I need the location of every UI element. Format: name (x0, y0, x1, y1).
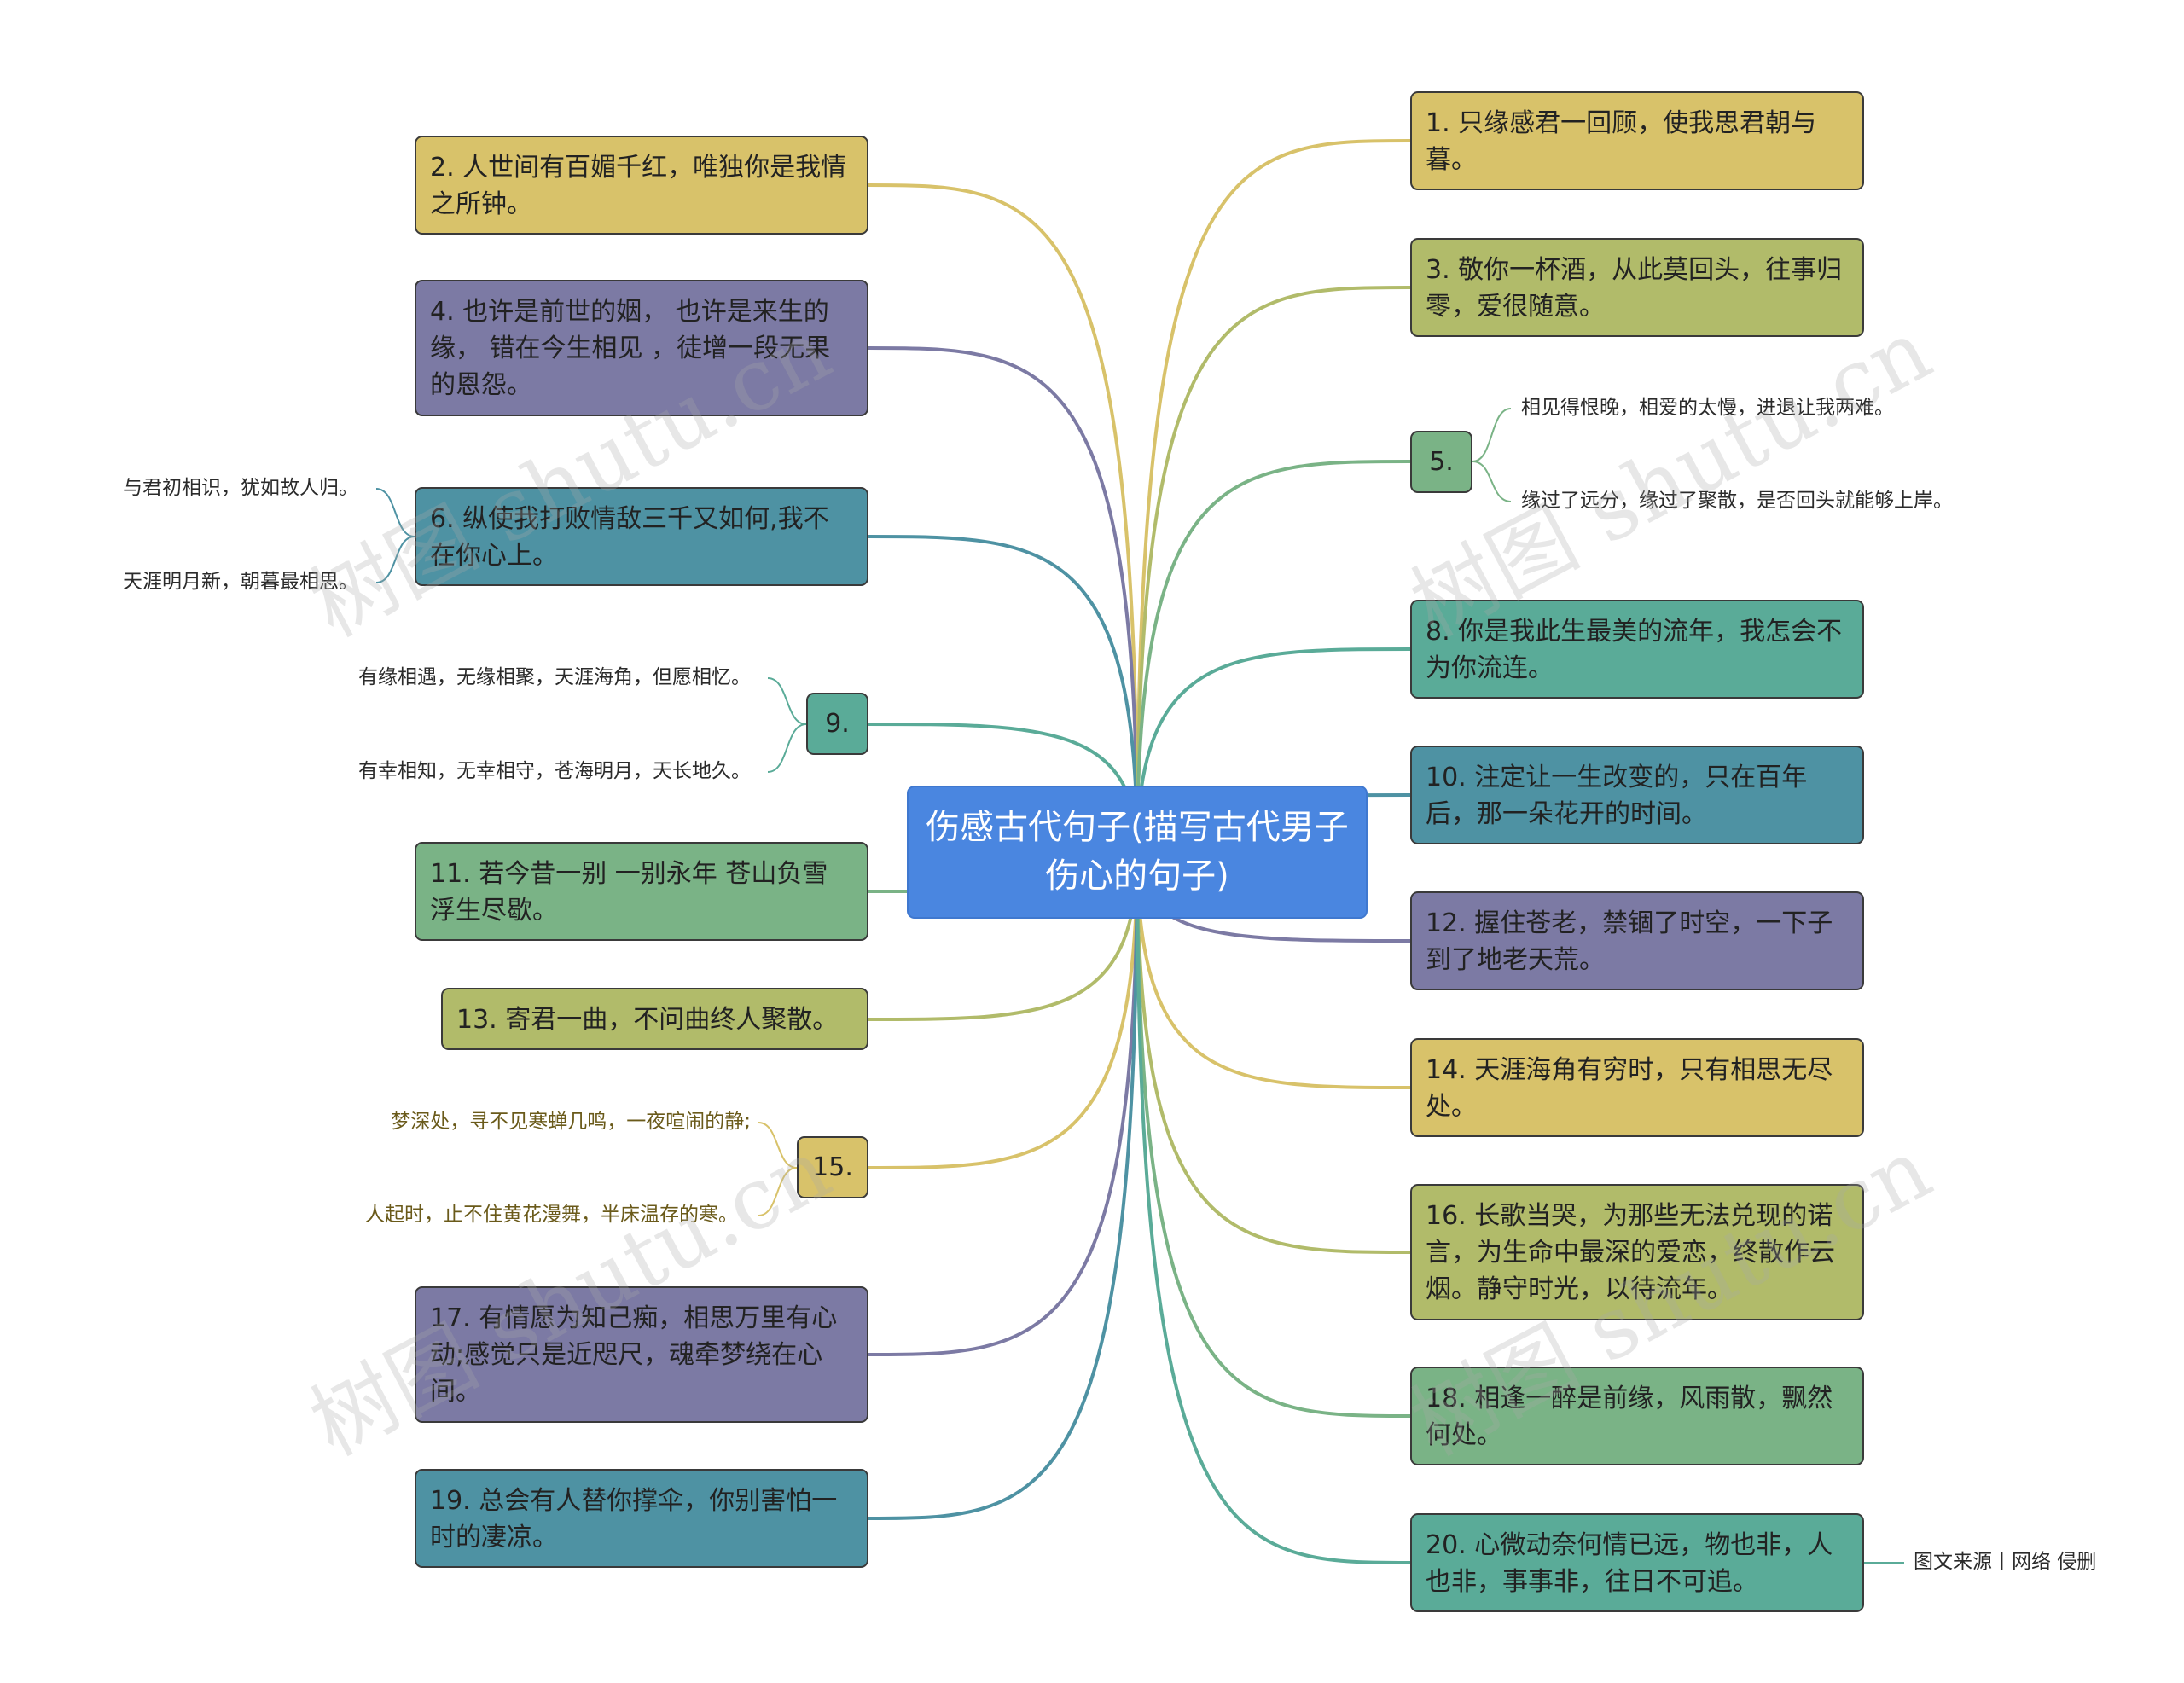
link-right-9 (1136, 852, 1411, 1564)
node-2[interactable]: 2. 人世间有百媚千红，唯独你是我情之所钟。 (415, 136, 868, 235)
node-16[interactable]: 16. 长歌当哭，为那些无法兑现的诺言，为生命中最深的爱恋，终散作云烟。静守时光… (1410, 1184, 1864, 1320)
fork-6-0 (375, 488, 415, 537)
link-left-7 (868, 852, 1139, 1356)
node-9[interactable]: 9. (806, 693, 868, 755)
fork-15-1 (758, 1167, 798, 1216)
node-5[interactable]: 5. (1410, 431, 1472, 493)
fork-5-1 (1472, 461, 1512, 502)
link-right-7 (1136, 852, 1411, 1254)
link-left-1 (868, 346, 1139, 854)
leaf-6-1[interactable]: 与君初相识，犹如故人归。 (123, 477, 358, 499)
fork-9-0 (767, 677, 807, 725)
node-4[interactable]: 4. 也许是前世的姻， 也许是来生的缘， 错在今生相见 ，徒增一段无果的恩怨。 (415, 280, 868, 416)
leaf-15-1[interactable]: 梦深处，寻不见寒蝉几鸣，一夜喧闹的静; (391, 1111, 751, 1133)
link-right-8 (1136, 852, 1411, 1418)
fork-15-0 (758, 1122, 798, 1169)
node-15[interactable]: 15. (797, 1136, 868, 1198)
node-14[interactable]: 14. 天涯海角有穷时，只有相思无尽处。 (1410, 1038, 1864, 1137)
node-17[interactable]: 17. 有情愿为知己痴，相思万里有心动;感觉只是近咫尺，魂牵梦绕在心间。 (415, 1286, 868, 1423)
link-left-6 (868, 852, 1139, 1169)
link-left-0 (868, 183, 1139, 854)
leaf-15-2[interactable]: 人起时，止不住黄花漫舞，半床温存的寒。 (365, 1204, 738, 1226)
node-8[interactable]: 8. 你是我此生最美的流年，我怎会不为你流连。 (1410, 600, 1864, 699)
link-right-3 (1136, 647, 1411, 854)
node-13[interactable]: 13. 寄君一曲，不问曲终人聚散。 (441, 988, 868, 1050)
central-topic[interactable]: 伤感古代句子(描写古代男子伤心的句子) (907, 786, 1368, 919)
node-20[interactable]: 20. 心微动奈何情已远，物也非，人也非，事事非，往日不可追。 (1410, 1513, 1864, 1612)
node-6[interactable]: 6. 纵使我打败情敌三千又如何,我不在你心上。 (415, 487, 868, 586)
leaf-9-1[interactable]: 有缘相遇，无缘相聚，天涯海角，但愿相忆。 (358, 666, 751, 688)
node-1[interactable]: 1. 只缘感君一回顾，使我思君朝与暮。 (1410, 91, 1864, 190)
link-right-6 (1136, 852, 1411, 1089)
leaf-5-1[interactable]: 相见得恨晚，相爱的太慢，进退让我两难。 (1521, 397, 1894, 419)
leaf-20-1[interactable]: 图文来源丨网络 侵删 (1914, 1551, 2097, 1573)
node-3[interactable]: 3. 敬你一杯酒，从此莫回头，往事归零，爱很随意。 (1410, 238, 1864, 337)
node-19[interactable]: 19. 总会有人替你撑伞，你别害怕一时的凄凉。 (415, 1469, 868, 1568)
link-left-8 (868, 852, 1139, 1520)
leaf-5-2[interactable]: 缘过了远分，缘过了聚散，是否回头就能够上岸。 (1521, 490, 1953, 512)
fork-5-0 (1472, 408, 1512, 462)
node-18[interactable]: 18. 相逢一醉是前缘，风雨散，飘然何处。 (1410, 1367, 1864, 1465)
node-12[interactable]: 12. 握住苍老，禁锢了时空，一下子到了地老天荒。 (1410, 891, 1864, 990)
link-right-0 (1136, 139, 1411, 854)
link-left-2 (868, 535, 1139, 854)
link-right-2 (1136, 460, 1411, 854)
link-right-1 (1136, 286, 1411, 854)
leaf-6-2[interactable]: 天涯明月新，朝暮最相思。 (123, 571, 358, 593)
fork-6-1 (375, 536, 415, 583)
fork-9-1 (767, 723, 807, 773)
node-11[interactable]: 11. 若今昔一别 一别永年 苍山负雪 浮生尽歇。 (415, 842, 868, 941)
leaf-9-2[interactable]: 有幸相知，无幸相守，苍海明月，天长地久。 (358, 760, 751, 782)
node-10[interactable]: 10. 注定让一生改变的，只在百年后，那一朵花开的时间。 (1410, 746, 1864, 844)
